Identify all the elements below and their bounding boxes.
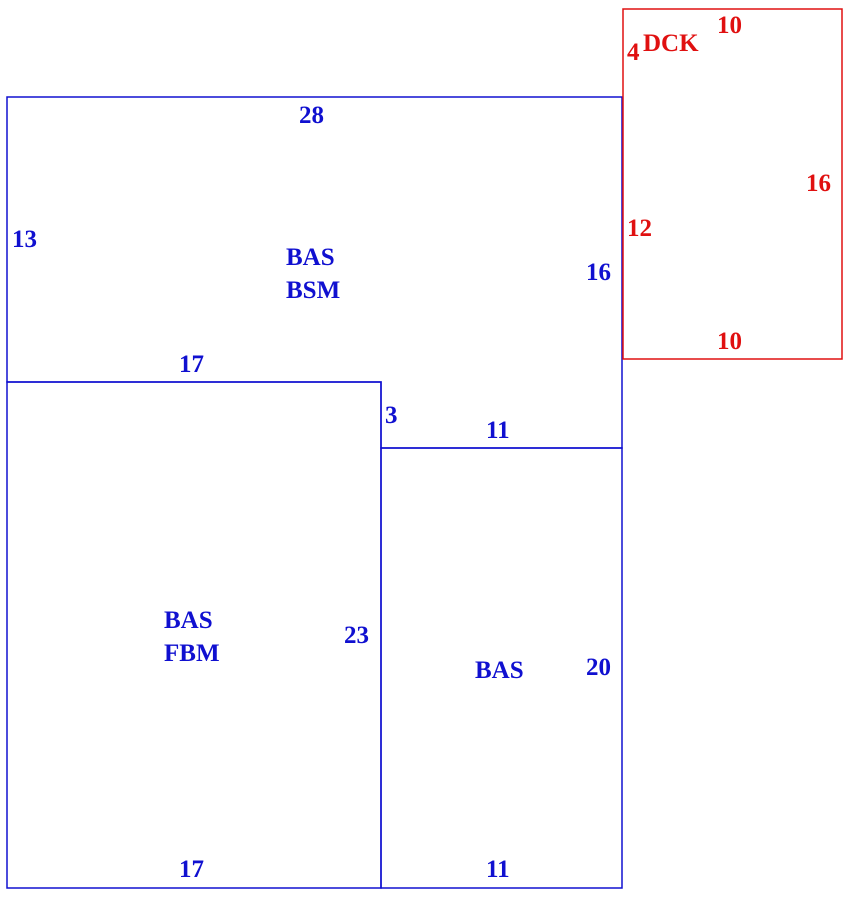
deck-dim-right: 16 (806, 170, 831, 197)
bsm-dim-left: 13 (12, 226, 37, 253)
bas-dim-bottom: 11 (486, 856, 510, 883)
deck-dim-top: 10 (717, 12, 742, 39)
deck-outline (622, 8, 843, 360)
bsm-label-line1: BAS (286, 244, 335, 271)
deck-label: DCK (643, 30, 699, 57)
fbm-label-line2: FBM (164, 640, 220, 667)
fbm-label-line1: BAS (164, 607, 213, 634)
bsm-label-line2: BSM (286, 277, 341, 304)
bsm-dim-step: 3 (385, 402, 398, 429)
bsm-dim-bottom: 17 (179, 351, 204, 378)
bsm-dim-step-run: 11 (486, 417, 510, 444)
bas-dim-right: 20 (586, 654, 611, 681)
fbm-dim-bottom: 17 (179, 856, 204, 883)
fbm-dim-right: 23 (344, 622, 369, 649)
deck-dim-left: 12 (627, 215, 652, 242)
deck-dim-bottom: 10 (717, 328, 742, 355)
deck-dim-offset: 4 (627, 39, 640, 66)
bsm-dim-right: 16 (586, 259, 611, 286)
bas-label: BAS (475, 657, 524, 684)
bas-outline (380, 447, 623, 889)
bsm-dim-top: 28 (299, 102, 324, 129)
